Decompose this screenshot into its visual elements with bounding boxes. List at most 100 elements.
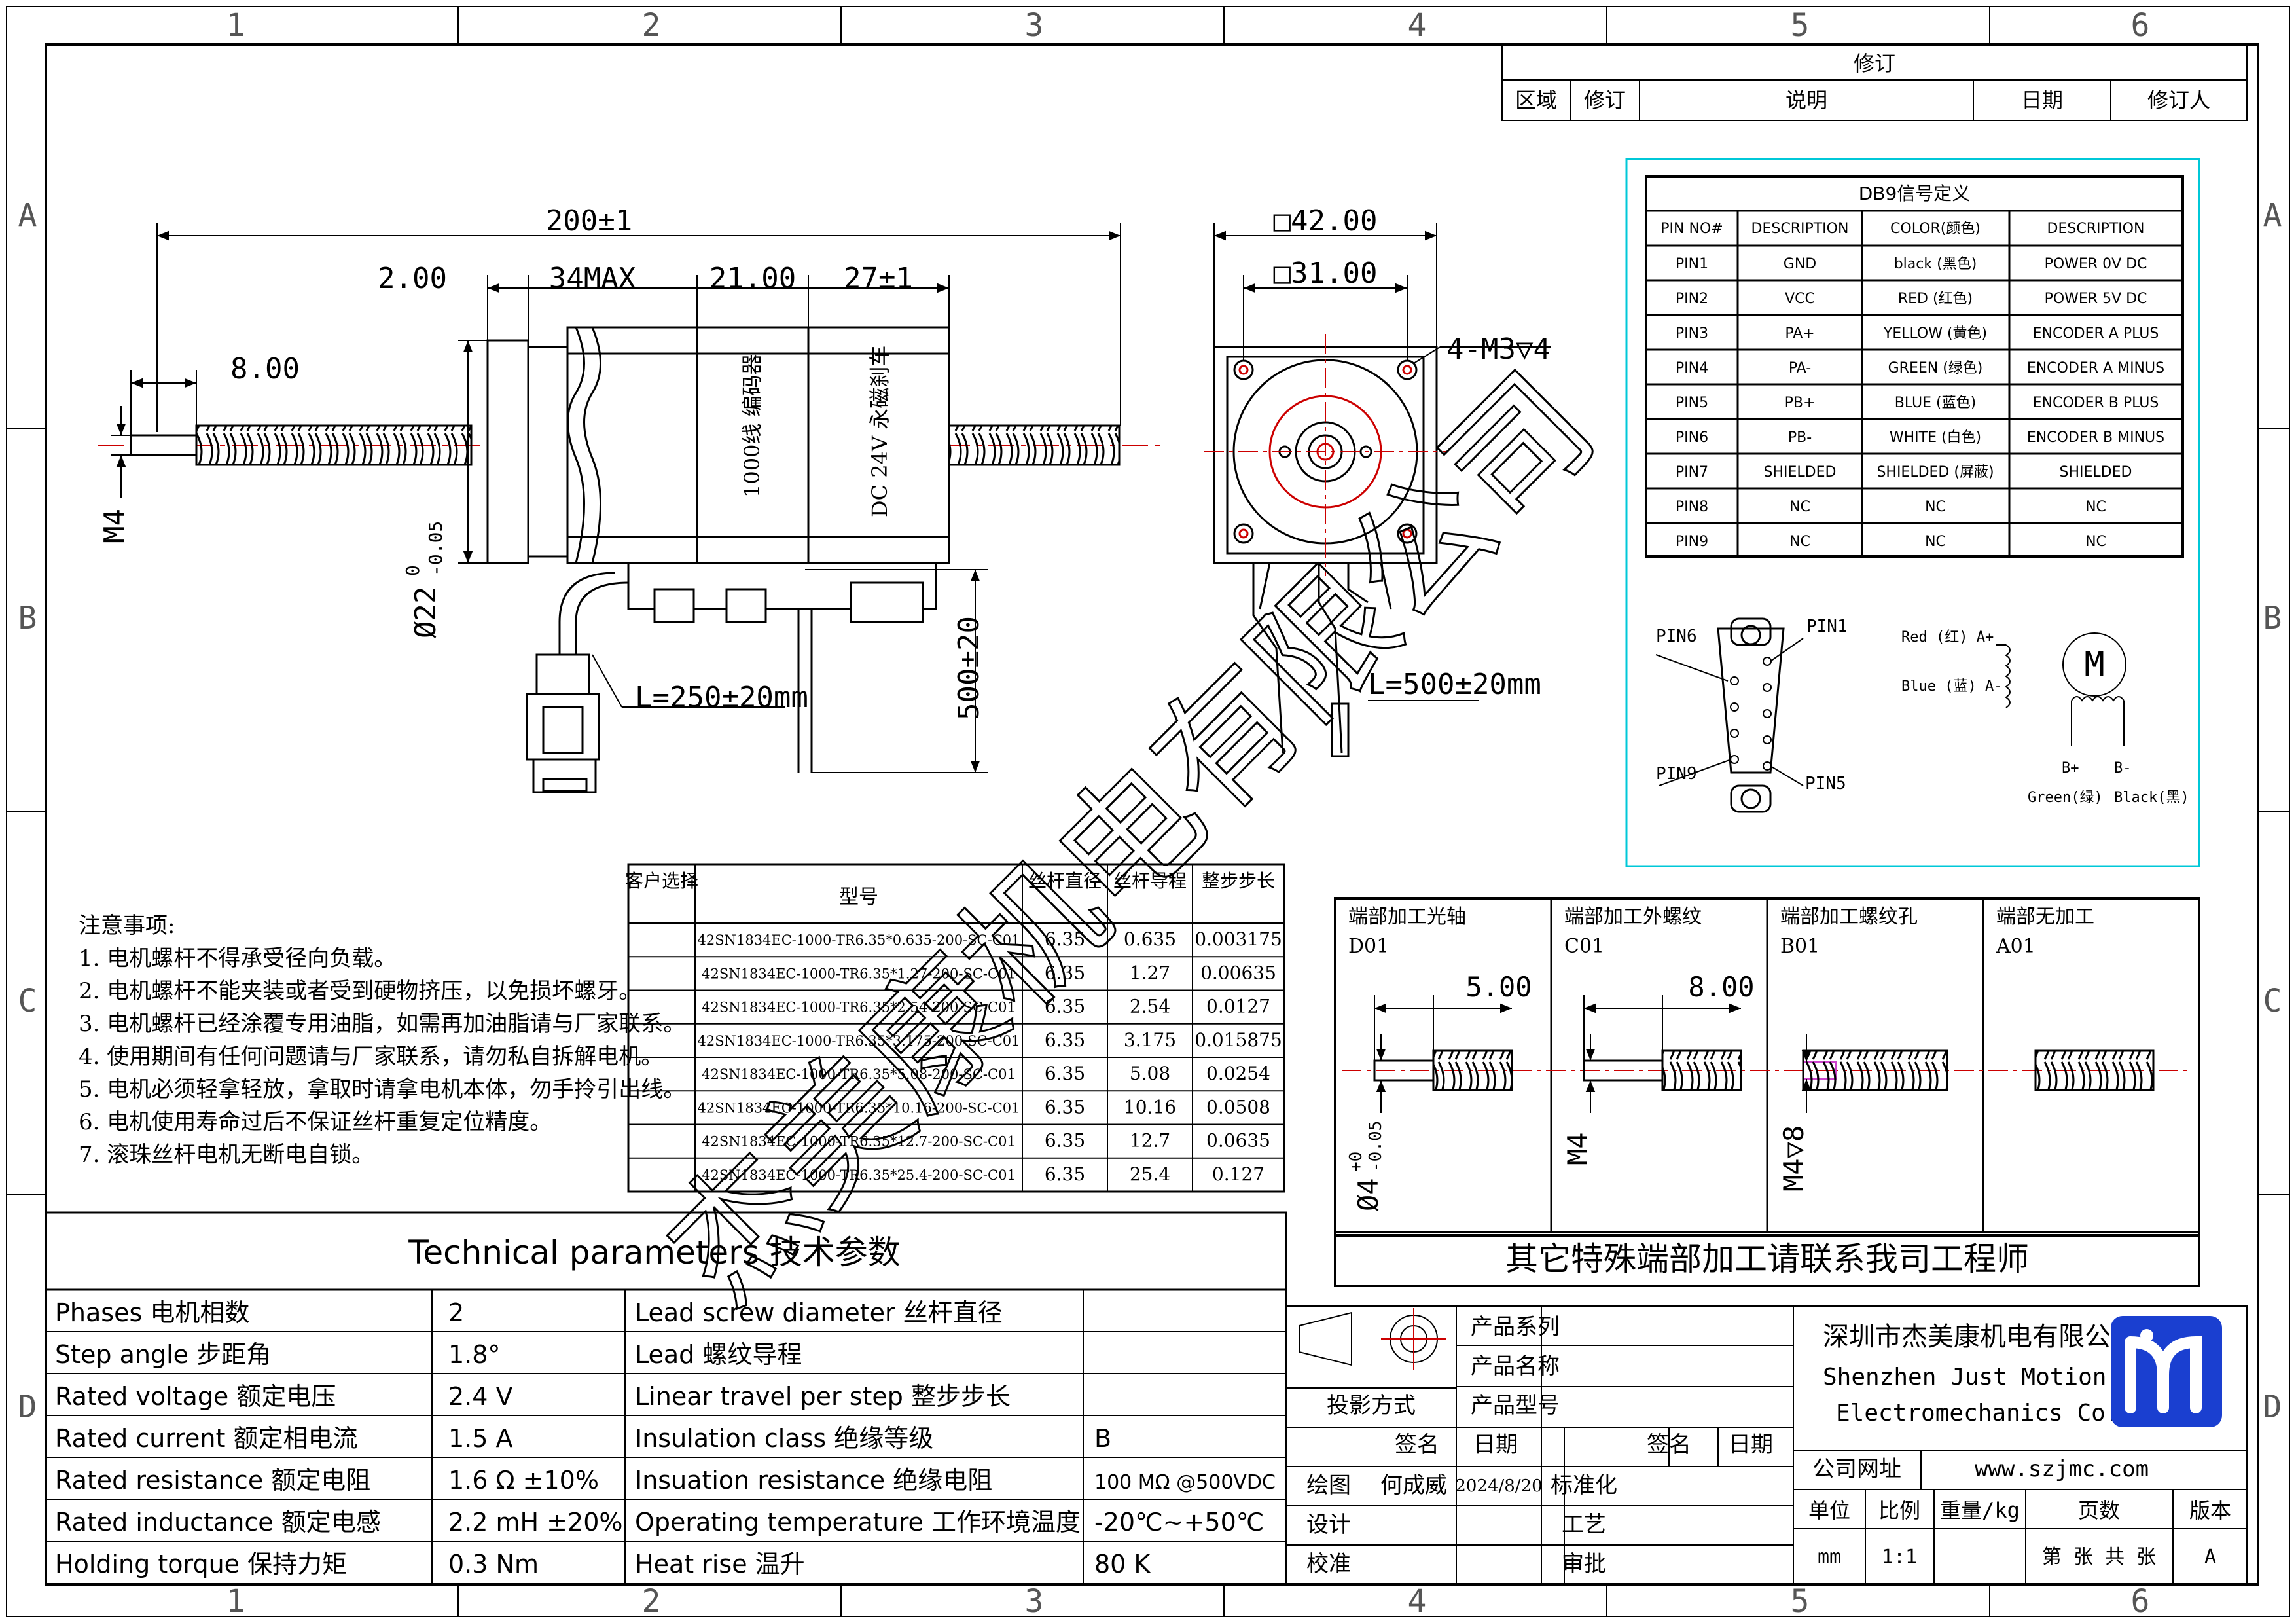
db9-cell: PIN4	[1676, 360, 1708, 376]
cable-length-2: L=500±20mm	[1368, 668, 1541, 701]
db9-cell: PIN2	[1676, 291, 1708, 307]
screw-lead: 1.27	[1130, 962, 1170, 983]
note-item: 3. 电机螺杆已经涂覆专用油脂，如需再加油脂请与厂家联系。	[79, 1011, 685, 1037]
db9-cell: PIN6	[1676, 429, 1708, 446]
model-number: 42SN1834EC-1000-TR6.35*3.175-200-SC-C01	[697, 1033, 1020, 1049]
tb-drawer: 何成威	[1380, 1472, 1447, 1499]
revision-header: 修订人	[2147, 88, 2210, 113]
db9-cell: NC	[1789, 499, 1810, 515]
db9-cell: PIN1	[1676, 256, 1708, 272]
model-number: 42SN1834EC-1000-TR6.35*12.7-200-SC-C01	[702, 1134, 1016, 1150]
tb-model: 产品型号	[1471, 1393, 1560, 1419]
tb-unit: 单位	[1808, 1498, 1850, 1523]
step-length: 0.003175	[1194, 928, 1282, 950]
tech-param-label: Phases 电机相数	[55, 1298, 249, 1327]
row-label: D	[2263, 1389, 2282, 1425]
tb-draw: 绘图	[1306, 1472, 1351, 1499]
db9-panel	[1625, 158, 2200, 867]
step-length: 0.0508	[1206, 1096, 1270, 1118]
end-c01-dim: 8.00	[1688, 971, 1754, 1003]
col-label: 4	[1408, 7, 1427, 44]
tech-param-label: Heat rise 温升	[635, 1550, 805, 1578]
tech-param-label: Rated inductance 额定电感	[55, 1508, 381, 1537]
tech-param-label: Operating temperature 工作环境温度	[635, 1508, 1081, 1537]
end-panel-code: B01	[1780, 935, 1820, 958]
tb-standard: 标准化	[1551, 1472, 1617, 1499]
model-number: 42SN1834EC-1000-TR6.35*5.08-200-SC-C01	[702, 1067, 1016, 1082]
db9-cell: PIN8	[1676, 499, 1708, 515]
model-header: 客户选择	[625, 870, 698, 892]
model-header: 丝杆导程	[1113, 870, 1187, 892]
dim-outer-square: □42.00	[1274, 204, 1378, 238]
dim-boss-tol-lower: -0.05	[425, 521, 446, 576]
tb-check: 校准	[1306, 1551, 1351, 1577]
tb-scale: 比例	[1878, 1498, 1920, 1523]
dim-thread: M4	[98, 509, 132, 543]
end-d01-side: Ø4	[1352, 1178, 1384, 1211]
db9-cell: GND	[1784, 256, 1816, 272]
title-block: 产品系列 产品名称 投影方式 产品型号 签名 日期 签名 日期 绘图 何成威 2…	[1285, 1305, 2248, 1586]
note-item: 4. 使用期间有任何问题请与厂家联系，请勿私自拆解电机。	[79, 1044, 663, 1070]
db9-cell: ENCODER A MINUS	[2027, 360, 2164, 376]
tb-web-label: 公司网址	[1812, 1456, 1901, 1482]
row-label: B	[18, 600, 37, 636]
screw-diameter: 6.35	[1045, 1163, 1085, 1185]
revision-header: 区域	[1515, 88, 1557, 113]
tech-param-label: Insulation class 绝缘等级	[635, 1424, 933, 1453]
dim-seg-b: 34MAX	[549, 262, 636, 295]
tech-param-value: 2.2 mH ±20%	[448, 1508, 622, 1537]
front-view	[1204, 223, 1551, 757]
col-label: 6	[2131, 7, 2150, 44]
db9-pin1-label: PIN1	[1806, 617, 1848, 636]
tech-param-value: -20℃~+50℃	[1094, 1508, 1264, 1537]
select-cell[interactable]	[630, 1126, 694, 1157]
tb-draw-date: 2024/8/20	[1455, 1476, 1542, 1496]
col-label: 5	[1791, 7, 1810, 44]
model-header: 整步步长	[1202, 870, 1275, 892]
db9-title: DB9信号定义	[1859, 183, 1971, 204]
tb-approve: 审批	[1562, 1551, 1606, 1577]
db9-cell: PA-	[1789, 360, 1811, 376]
notes: 注意事项: 1. 电机螺杆不得承受径向负载。 2. 电机螺杆不能夹装或者受到硬物…	[79, 913, 685, 1168]
db9-header: DESCRIPTION	[2047, 221, 2145, 237]
screw-diameter: 6.35	[1045, 1029, 1085, 1051]
db9-cell: PA+	[1785, 325, 1814, 342]
note-item: 6. 电机使用寿命过后不保证丝杆重复定位精度。	[79, 1109, 552, 1135]
col-label: 3	[1025, 1583, 1044, 1620]
tech-param-label: Holding torque 保持力矩	[55, 1550, 347, 1578]
tech-param-value: 80 K	[1094, 1550, 1151, 1578]
row-label: B	[2263, 600, 2282, 636]
tech-param-value: 2	[448, 1298, 464, 1327]
end-d01-dim: 5.00	[1465, 971, 1532, 1003]
motor-bplus-label: B+	[2062, 760, 2079, 776]
tech-param-label: Rated current 额定相电流	[55, 1424, 358, 1453]
tb-web: www.szjmc.com	[1975, 1456, 2149, 1482]
revision-header: 修订	[1584, 88, 1626, 113]
tb-projection: 投影方式	[1327, 1393, 1416, 1419]
tech-param-label: Insuation resistance 绝缘电阻	[635, 1466, 992, 1495]
screw-diameter: 6.35	[1045, 928, 1085, 950]
tech-param-label: Lead 螺纹导程	[635, 1340, 802, 1369]
db9-cell: NC	[2085, 534, 2106, 550]
projection-symbol-icon	[1299, 1308, 1446, 1370]
encoder-label: 1000线 编码器	[740, 354, 764, 498]
tech-param-label: Rated resistance 额定电阻	[55, 1466, 370, 1495]
motor-symbol: M	[2084, 645, 2104, 684]
screw-lead: 25.4	[1130, 1163, 1170, 1185]
side-view-dims: 200±1 2.00 34MAX 21.00 27±1 8.00 M4 Ø22 …	[98, 204, 986, 720]
step-length: 0.0254	[1206, 1063, 1270, 1084]
notes-title: 注意事项:	[79, 913, 175, 939]
tb-version: 版本	[2189, 1498, 2231, 1523]
select-cell[interactable]	[630, 924, 694, 955]
col-label: 3	[1025, 7, 1044, 44]
db9-cell: RED (红色)	[1898, 291, 1973, 307]
model-number: 42SN1834EC-1000-TR6.35*2.54-200-SC-C01	[702, 1000, 1016, 1015]
revision-header: 说明	[1785, 88, 1827, 113]
db9-cell: WHITE (白色)	[1890, 429, 1981, 446]
db9-cell: NC	[1789, 534, 1810, 550]
note-item: 7. 滚珠丝杆电机无断电自锁。	[79, 1142, 374, 1168]
end-panel-code: C01	[1564, 935, 1604, 958]
db9-cell: SHIELDED	[1764, 464, 1837, 481]
end-panel-code: A01	[1996, 935, 2036, 958]
screw-lead: 3.175	[1124, 1029, 1176, 1051]
